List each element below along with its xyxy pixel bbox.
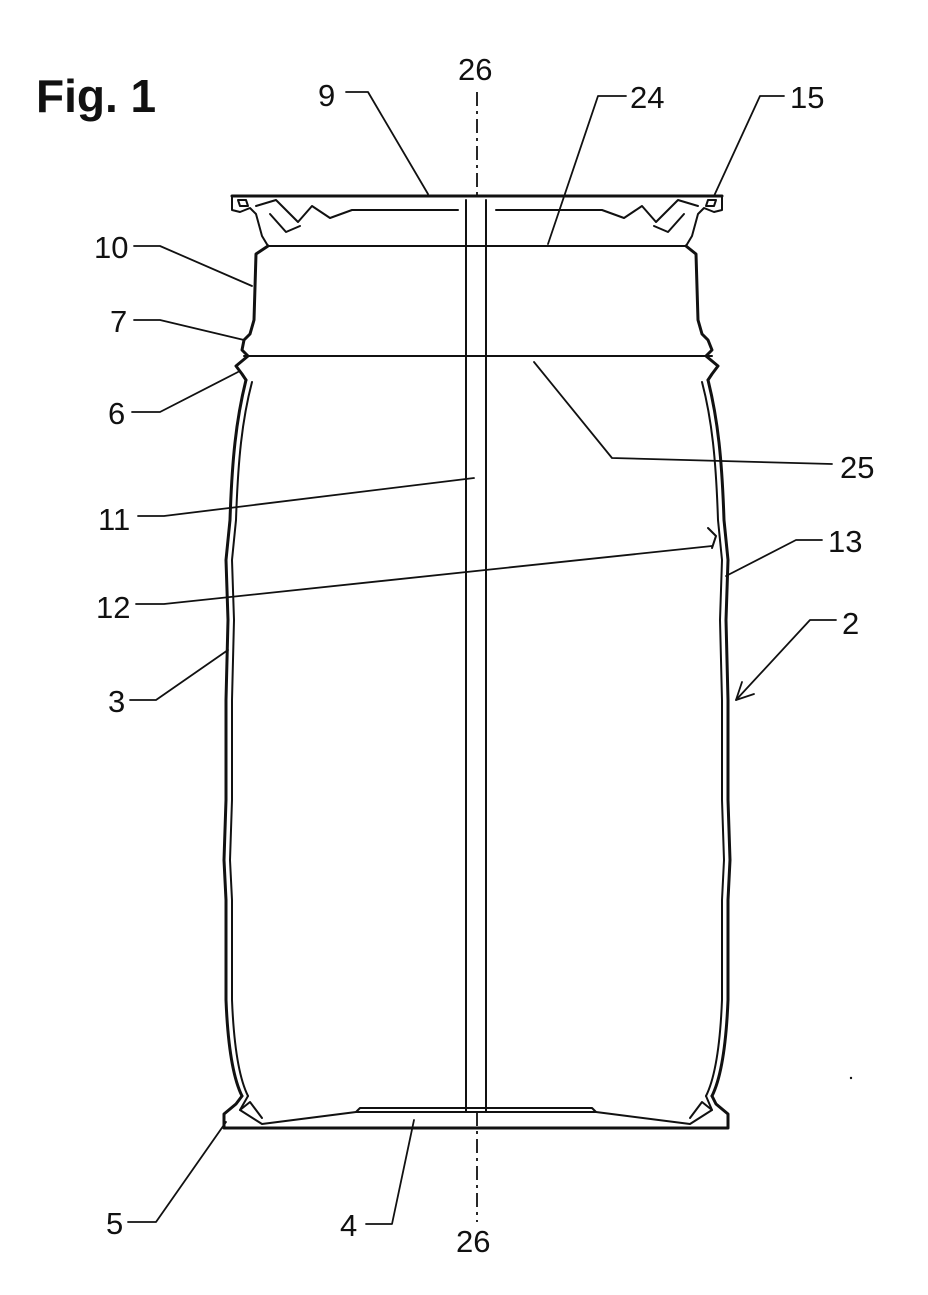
label-13: 13 xyxy=(828,524,862,559)
label-12: 12 xyxy=(96,590,130,625)
inner-seam xyxy=(466,200,486,1112)
label-6: 6 xyxy=(108,396,125,431)
speck xyxy=(850,1077,852,1079)
top-rim xyxy=(232,196,722,246)
figure-title: Fig. 1 xyxy=(36,70,156,122)
main-body xyxy=(224,380,730,1096)
label-9: 9 xyxy=(318,78,335,113)
upper-body xyxy=(236,246,718,380)
label-10: 10 xyxy=(94,230,128,265)
label-5: 5 xyxy=(106,1206,123,1241)
bottom-rim xyxy=(224,1096,728,1128)
leader-lines xyxy=(128,92,836,1224)
label-26-bottom: 26 xyxy=(456,1224,490,1259)
label-15: 15 xyxy=(790,80,824,115)
label-24: 24 xyxy=(630,80,664,115)
label-26-top: 26 xyxy=(458,52,492,87)
label-3: 3 xyxy=(108,684,125,719)
label-7: 7 xyxy=(110,304,127,339)
label-2: 2 xyxy=(842,606,859,641)
label-11: 11 xyxy=(98,502,130,537)
label-25: 25 xyxy=(840,450,874,485)
label-4: 4 xyxy=(340,1208,357,1243)
